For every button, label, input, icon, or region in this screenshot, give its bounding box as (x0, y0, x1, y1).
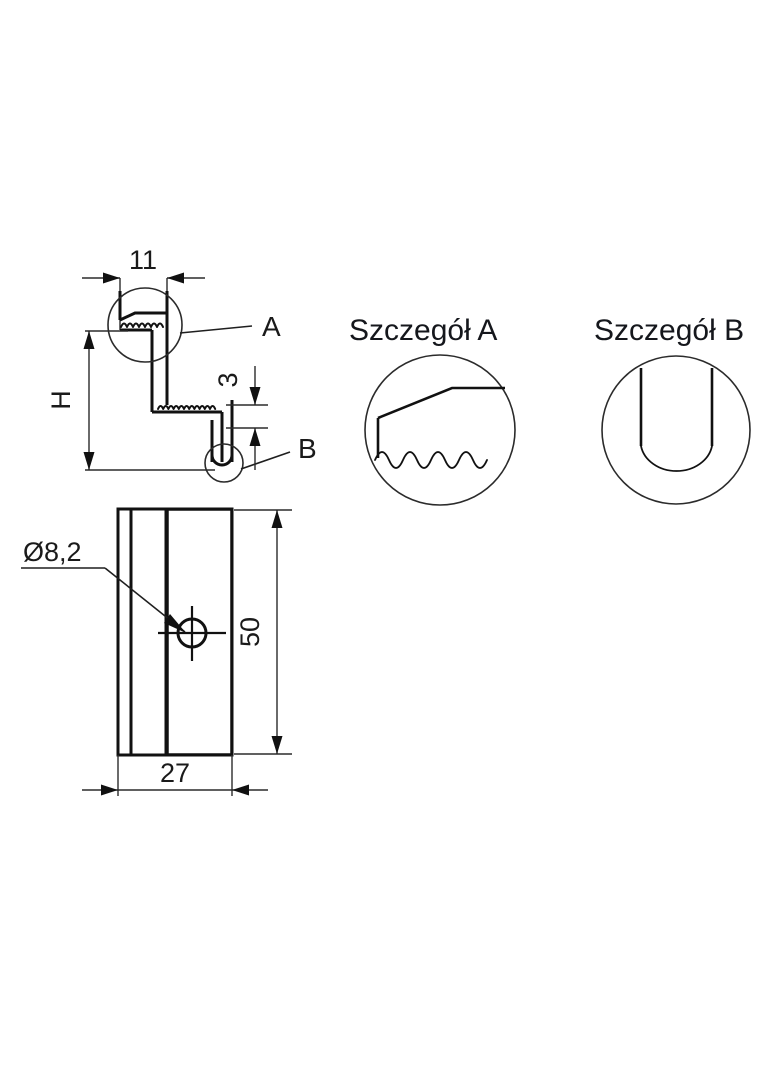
dimension-H: H (46, 330, 215, 471)
hole-8-2 (158, 606, 226, 661)
detail-marker-a[interactable]: A (107, 287, 281, 363)
detail-a-title: Szczegół A (349, 314, 497, 347)
dimension-27-label: 27 (160, 758, 190, 788)
hole-callout-label: Ø8,2 (23, 537, 82, 567)
dimension-11-label: 11 (129, 245, 157, 275)
detail-marker-b-label: B (298, 433, 317, 464)
serration-upper (120, 322, 164, 328)
hole-callout-leader: Ø8,2 (21, 537, 186, 633)
dimension-3: 3 (213, 366, 268, 470)
detail-b-circle (601, 355, 751, 505)
detail-marker-a-label: A (262, 311, 281, 342)
dimension-27: 27 (82, 755, 268, 796)
detail-a-circle (364, 354, 516, 506)
dimension-H-label: H (46, 390, 76, 410)
plan-view: Ø8,2 50 27 (21, 507, 292, 796)
detail-a: Szczegół A (349, 314, 516, 506)
plate-outline (116, 507, 234, 757)
detail-b: Szczegół B (594, 314, 751, 505)
dimension-50: 50 (234, 509, 292, 755)
side-profile-view: 11 (46, 245, 317, 483)
dimension-50-label: 50 (235, 617, 265, 647)
detail-marker-b[interactable]: B (204, 433, 317, 483)
dimension-3-label: 3 (213, 372, 243, 387)
detail-b-title: Szczegół B (594, 314, 744, 347)
serration-lower (157, 405, 217, 410)
dimension-11: 11 (82, 245, 205, 330)
